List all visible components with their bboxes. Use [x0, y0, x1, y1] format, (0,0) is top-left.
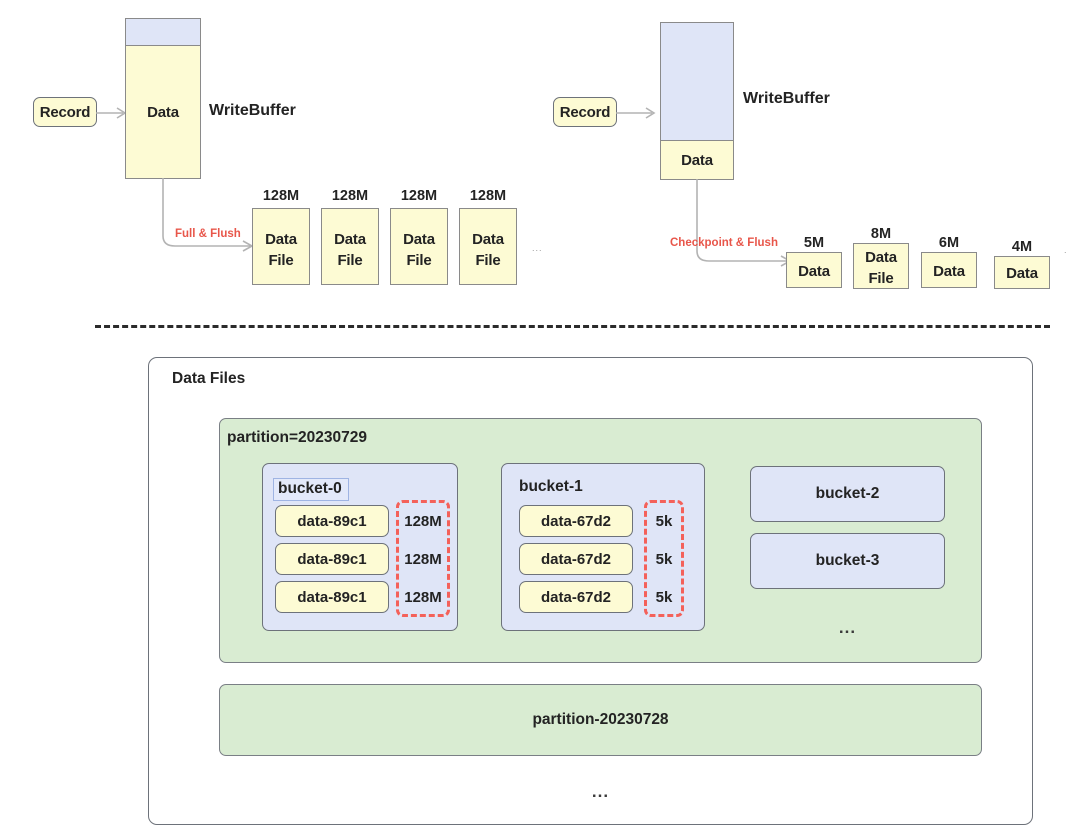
- right-datafile-box-1: Data File: [853, 243, 909, 289]
- right-datafile-size-1: 8M: [870, 226, 892, 242]
- left-record-label: Record: [39, 103, 91, 121]
- left-flush-arrow: [162, 178, 254, 252]
- left-datafile-box-2: Data File: [390, 208, 448, 285]
- left-datafile-line1-2: Data: [403, 231, 435, 248]
- section-divider: [95, 325, 1050, 328]
- bucket-0-size-highlight: [396, 500, 450, 617]
- bucket-0-file-1-label: data-89c1: [297, 550, 367, 568]
- right-datafile-box-3: Data: [994, 256, 1050, 289]
- right-datafiles-ellipsis: .: [1064, 245, 1068, 255]
- left-writebuffer-data-label: Data: [147, 103, 179, 121]
- left-datafile-line1-1: Data: [334, 231, 366, 248]
- bucket-0-file-2: data-89c1: [275, 581, 389, 613]
- left-datafile-line2-2: File: [406, 252, 432, 269]
- right-record-box: Record: [553, 97, 617, 127]
- bucket-1-file-1: data-67d2: [519, 543, 633, 575]
- partition-label-0: partition=20230729: [227, 429, 368, 446]
- bucket-label-0: bucket-0: [273, 478, 349, 501]
- partition-box-1: partition-20230728: [219, 684, 982, 756]
- bucket-1-file-2: data-67d2: [519, 581, 633, 613]
- bucket-1-size-0: 5k: [655, 512, 673, 530]
- left-datafile-size-0: 128M: [262, 188, 300, 204]
- bucket-box-2: bucket-2: [750, 466, 945, 522]
- bucket-0-size-0: 128M: [404, 512, 442, 530]
- bucket-1-size-highlight: [644, 500, 684, 617]
- bucket-1-file-0-label: data-67d2: [540, 512, 612, 530]
- bucket-label-3: bucket-3: [815, 552, 880, 569]
- left-datafile-box-0: Data File: [252, 208, 310, 285]
- bucket-label-2: bucket-2: [815, 485, 880, 502]
- right-writebuffer-data-label: Data: [681, 151, 713, 169]
- left-datafile-line2-3: File: [475, 252, 501, 269]
- bucket-1-size-2: 5k: [655, 588, 673, 606]
- right-writebuffer-free-region: [660, 22, 734, 141]
- right-datafile-box-2: Data: [921, 252, 977, 288]
- right-datafile-line1-0: Data: [798, 263, 830, 280]
- bucket-0-size-2: 128M: [404, 588, 442, 606]
- right-flush-arrow: [696, 179, 792, 267]
- right-flush-label: Checkpoint & Flush: [670, 237, 778, 249]
- left-datafile-size-2: 128M: [400, 188, 438, 204]
- right-datafile-size-3: 4M: [1011, 239, 1033, 255]
- partitions-ellipsis: ...: [591, 782, 610, 801]
- left-record-box: Record: [33, 97, 97, 127]
- left-datafile-line1-0: Data: [265, 231, 297, 248]
- bucket-1-file-0: data-67d2: [519, 505, 633, 537]
- left-datafile-box-1: Data File: [321, 208, 379, 285]
- left-writebuffer-free-region: [125, 18, 201, 46]
- bucket-1-size-1: 5k: [655, 550, 673, 568]
- left-datafile-size-3: 128M: [469, 188, 507, 204]
- buckets-ellipsis: ...: [838, 618, 857, 637]
- right-datafile-line1-3: Data: [1006, 265, 1038, 282]
- right-datafile-line2-1: File: [868, 270, 894, 287]
- right-record-arrow: [616, 107, 656, 119]
- bucket-1-file-1-label: data-67d2: [540, 550, 612, 568]
- bucket-0-file-1: data-89c1: [275, 543, 389, 575]
- right-datafile-box-0: Data: [786, 252, 842, 288]
- bucket-0-file-0-label: data-89c1: [297, 512, 367, 530]
- left-datafile-size-1: 128M: [331, 188, 369, 204]
- left-datafile-line1-3: Data: [472, 231, 504, 248]
- data-files-title: Data Files: [172, 370, 246, 387]
- bucket-0-file-2-label: data-89c1: [297, 588, 367, 606]
- left-writebuffer-title: WriteBuffer: [209, 102, 296, 119]
- right-writebuffer-data-region: Data: [660, 140, 734, 180]
- right-datafile-line1-2: Data: [933, 263, 965, 280]
- left-datafiles-ellipsis: ...: [532, 243, 543, 253]
- left-datafile-box-3: Data File: [459, 208, 517, 285]
- bucket-0-size-1: 128M: [404, 550, 442, 568]
- right-record-label: Record: [559, 103, 611, 121]
- right-datafile-size-2: 6M: [938, 235, 960, 251]
- right-datafile-line1-1: Data: [865, 249, 897, 266]
- partition-label-1: partition-20230728: [532, 711, 669, 728]
- bucket-1-file-2-label: data-67d2: [540, 588, 612, 606]
- right-writebuffer-title: WriteBuffer: [743, 90, 830, 107]
- right-datafile-size-0: 5M: [803, 235, 825, 251]
- left-datafile-line2-1: File: [337, 252, 363, 269]
- bucket-box-3: bucket-3: [750, 533, 945, 589]
- left-writebuffer-data-region: Data: [125, 45, 201, 179]
- bucket-label-1: bucket-1: [519, 478, 583, 495]
- left-flush-label: Full & Flush: [175, 228, 241, 240]
- left-datafile-line2-0: File: [268, 252, 294, 269]
- bucket-0-file-0: data-89c1: [275, 505, 389, 537]
